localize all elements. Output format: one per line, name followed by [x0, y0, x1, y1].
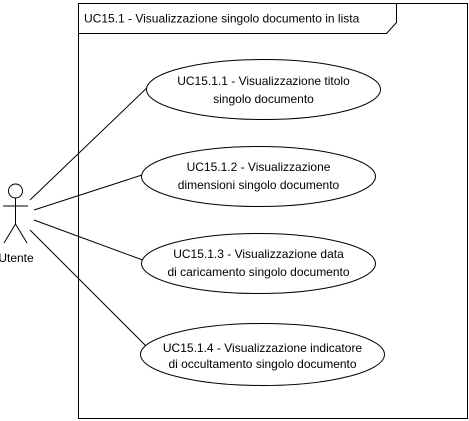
use-case-uc15-1-4-line1: UC15.1.4 - Visualizzazione indicatore [163, 341, 363, 355]
actor-head [8, 183, 23, 199]
association-uc15-1-2 [33, 174, 143, 211]
actor-utente [3, 183, 28, 244]
associations [29, 82, 153, 349]
system-title: UC15.1 - Visualizzazione singolo documen… [84, 12, 360, 26]
use-case-uc15-1-1-line2: singolo documento [213, 92, 314, 106]
system-title-tab [78, 3, 397, 34]
use-case-uc15-1-1 [146, 59, 381, 120]
association-uc15-1-1 [29, 82, 153, 201]
association-uc15-1-4 [29, 229, 149, 349]
association-uc15-1-3 [33, 219, 149, 263]
use-case-uc15-1-3-line1: UC15.1.3 - Visualizzazione data [173, 247, 344, 261]
use-case-uc15-1-2-line2: dimensioni singolo documento [178, 178, 340, 192]
use-case-uc15-1-4-line2: di occultamento singolo documento [168, 357, 356, 371]
use-case-uc15-1-4 [140, 323, 385, 386]
use-case-uc15-1-2 [141, 146, 376, 207]
actor-label: Utente [0, 251, 34, 265]
actor-left-leg [3, 223, 16, 244]
use-case-uc15-1-3-line2: di caricamento singolo documento [167, 265, 349, 279]
actor-right-leg [15, 223, 28, 244]
use-case-uc15-1-3 [141, 233, 376, 294]
use-case-uc15-1-2-line1: UC15.1.2 - Visualizzazione [187, 160, 331, 174]
use-case-uc15-1-1-line1: UC15.1.1 - Visualizzazione titolo [177, 74, 350, 88]
